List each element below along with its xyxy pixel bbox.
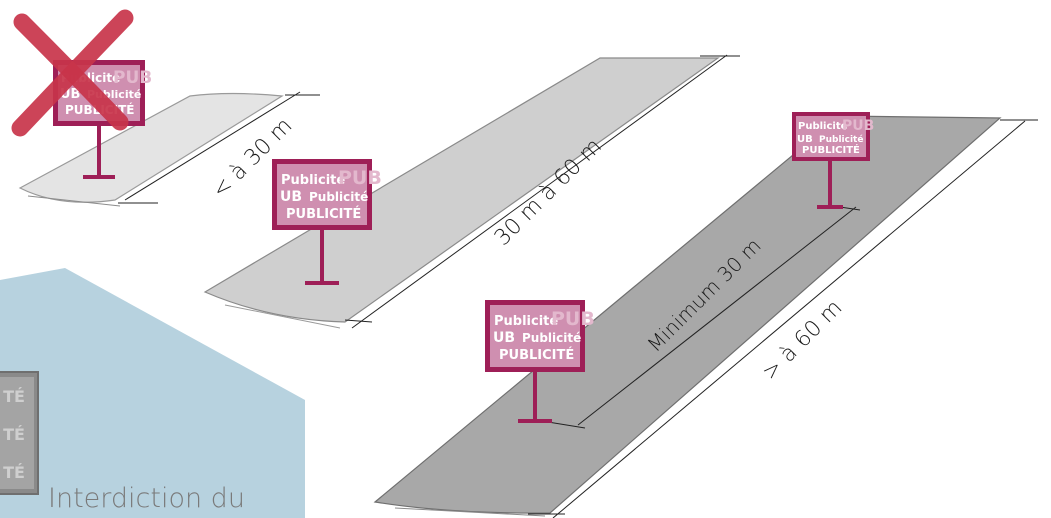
sign2-line3: PUBLICITÉ [286, 206, 361, 222]
sign3-line2-right: Publicité [522, 331, 581, 345]
sign4-line1-right: PUB [842, 118, 874, 134]
sign4-line2-right: Publicité [819, 134, 863, 145]
partial-sign-text-1: TÉ [3, 387, 25, 406]
sign3-line1-right: PUB [551, 308, 595, 330]
partial-sign-text-2: TÉ [3, 425, 25, 444]
caption-text: Interdiction du [48, 483, 245, 514]
sign4-line1-left: Publicité [798, 120, 848, 132]
partial-sign: TÉ TÉ TÉ [0, 372, 38, 494]
sign4-line2-left: UB [797, 134, 813, 145]
sign3-line3: PUBLICITÉ [499, 347, 574, 363]
partial-sign-text-3: TÉ [3, 463, 25, 482]
sign1-line1-right: PUB [113, 68, 152, 88]
sign2-line2-left: UB [280, 189, 302, 205]
sign4-line3: PUBLICITÉ [802, 143, 860, 156]
sign3-line2-left: UB [493, 330, 515, 346]
sign2-line1-right: PUB [338, 167, 382, 189]
sign2-line1-left: Publicité [281, 173, 345, 188]
sign2-line2-right: Publicité [309, 190, 368, 204]
sign3-line1-left: Publicité [494, 314, 558, 329]
